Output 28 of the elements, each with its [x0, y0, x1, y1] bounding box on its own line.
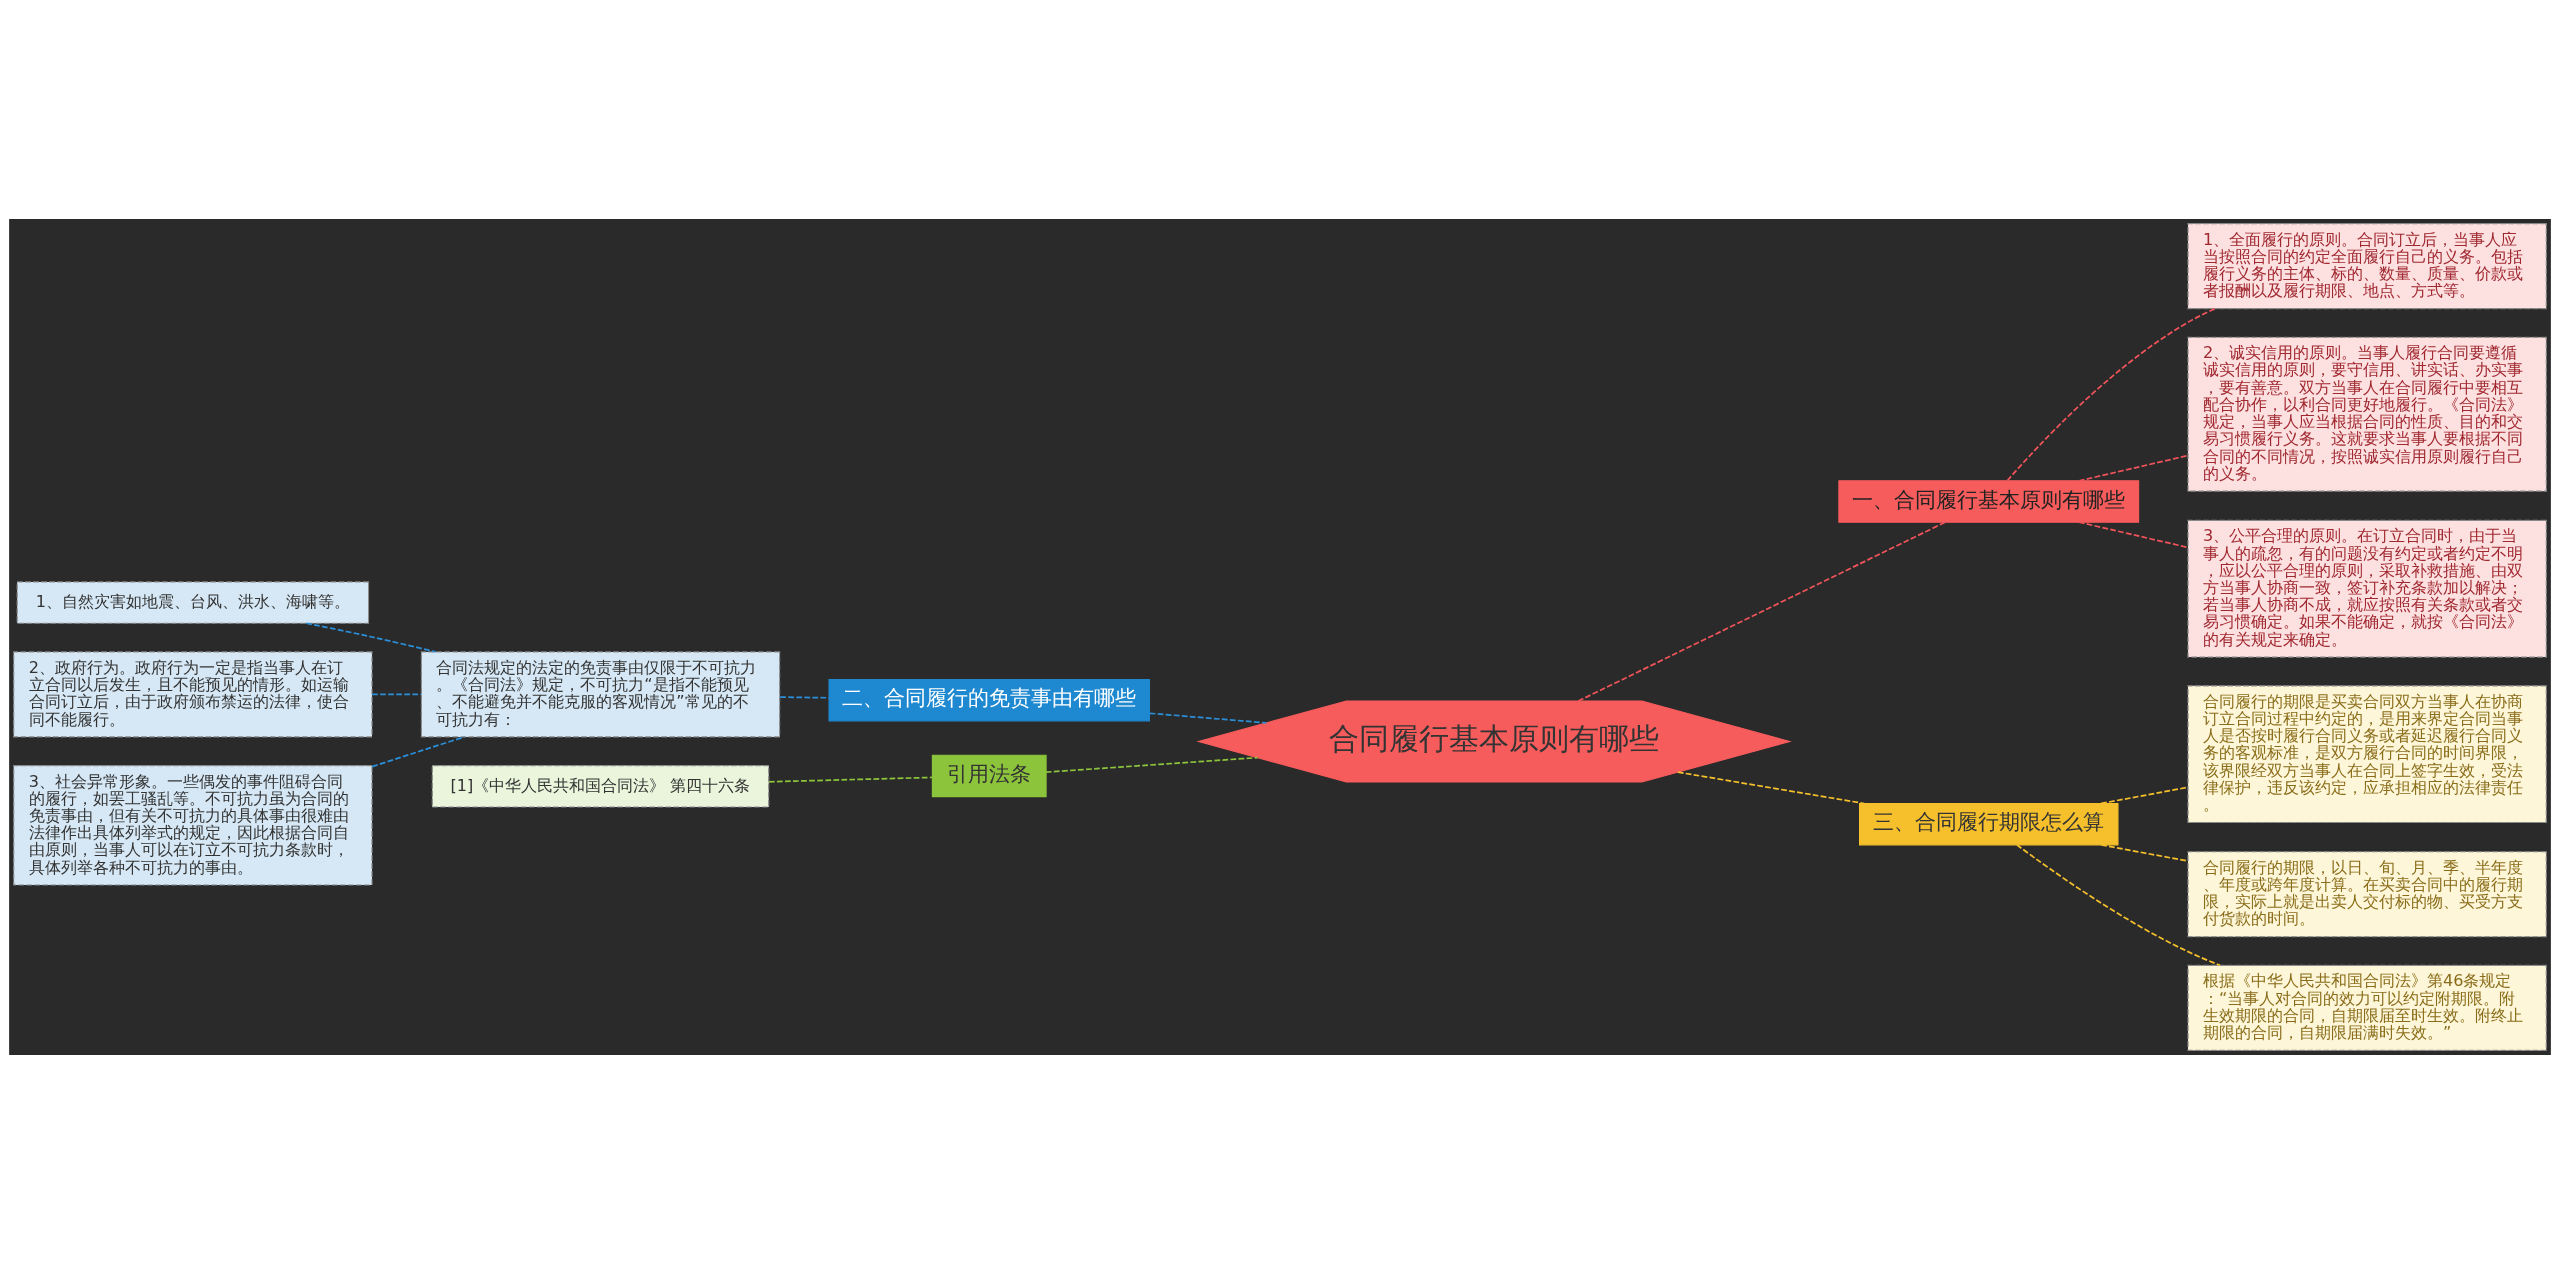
connector — [779, 695, 830, 699]
node-box: 3、社会异常形象。一些偶发的事件阻碍合同的履行，如罢工骚乱等。不可抗力虽为合同的免责事由，但有关不可抗力的具体事由很难由法律作出具体列举式的规定，因此根据合同自由原则，当事人可以在订立不可抗力条款时，具体列举各种不可抗力的事由。 — [13, 764, 373, 886]
node-box: 引用法条 — [931, 754, 1047, 797]
connector — [768, 776, 934, 783]
connector — [2016, 843, 2221, 966]
node-box: 1、自然灾害如地震、台风、洪水、海啸等。 — [16, 580, 370, 624]
node-box: 合同履行的期限，以日、旬、月、季、半年度、年度或跨年度计算。在买卖合同中的履行期限，实际上就是出卖人交付标的物、买受方支付货款的时间。 — [2187, 850, 2547, 937]
node-box: 2、政府行为。政府行为一定是指当事人在订立合同以后发生，且不能预见的情形。如运输合同订立后，由于政府颁布禁运的法律，使合同不能履行。 — [13, 650, 373, 737]
node-box: 1、全面履行的原则。合同订立后，当事人应当按照合同的约定全面履行自己的义务。包括履行义务的主体、标的、数量、质量、价款或者报酬以及履行期限、地点、方式等。 — [2187, 222, 2547, 309]
node-box: 三、合同履行期限怎么算 — [1859, 802, 2119, 845]
node-box: 一、合同履行基本原则有哪些 — [1838, 479, 2140, 523]
connector — [1677, 770, 1866, 804]
node-box: 3、公平合理的原则。在订立合同时，由于当事人的疏忽，有的问题没有约定或者约定不明，应以公平合理的原则，采取补救措施、由双方当事人协商一致，签订补充条款加以解决；若当事人协商不成，就应按照有关条款或者交易习惯确定。如果不能确定，就按《合同法》的有关规定来确定。 — [2187, 519, 2547, 658]
connector — [371, 693, 422, 695]
node-box: 合同法规定的法定的免责事由仅限于不可抗力。《合同法》规定，不可抗力“是指不能预见、不能避免并不能克服的客观情况”常见的不可抗力有： — [420, 650, 781, 737]
connector — [2078, 520, 2189, 548]
connector — [1148, 711, 1268, 724]
node-box: 合同履行的期限是买卖合同双方当事人在协商订立合同过程中约定的，是用来界定合同当事人是否按时履行合同义务或者延迟履行合同义务的客观标准，是双方履行合同的时间界限，该界限经双方当事人在合同上签字生效，受法律保护，违反该约定，应承担相应的法律责任。 — [2187, 684, 2547, 823]
connector — [2100, 785, 2189, 804]
node-box: 二、合同履行的免责事由有哪些 — [828, 678, 1150, 721]
node-box: 2、诚实信用的原则。当事人履行合同要遵循诚实信用的原则，要守信用、讲实话、办实事，要有善意。双方当事人在合同履行中要相互配合协作，以利合同更好地履行。《合同法》规定，当事人应当根据合同的性质、目的和交易习惯履行义务。这就要求当事人要根据不同合同的不同情况，按照诚实信用原则履行自己的义务。 — [2187, 336, 2547, 492]
connector — [1045, 756, 1259, 773]
node-box: 根据《中华人民共和国合同法》第46条规定：“当事人对合同的效力可以约定附期限。附生效期限的合同，自期限届至时生效。附终止期限的合同，自期限届满时失效。” — [2187, 964, 2547, 1051]
node-box: [1]《中华人民共和国合同法》 第四十六条 — [431, 764, 770, 808]
connector — [2100, 843, 2189, 862]
connector — [2006, 307, 2216, 481]
connector — [1577, 520, 1946, 702]
connector — [2078, 454, 2189, 482]
